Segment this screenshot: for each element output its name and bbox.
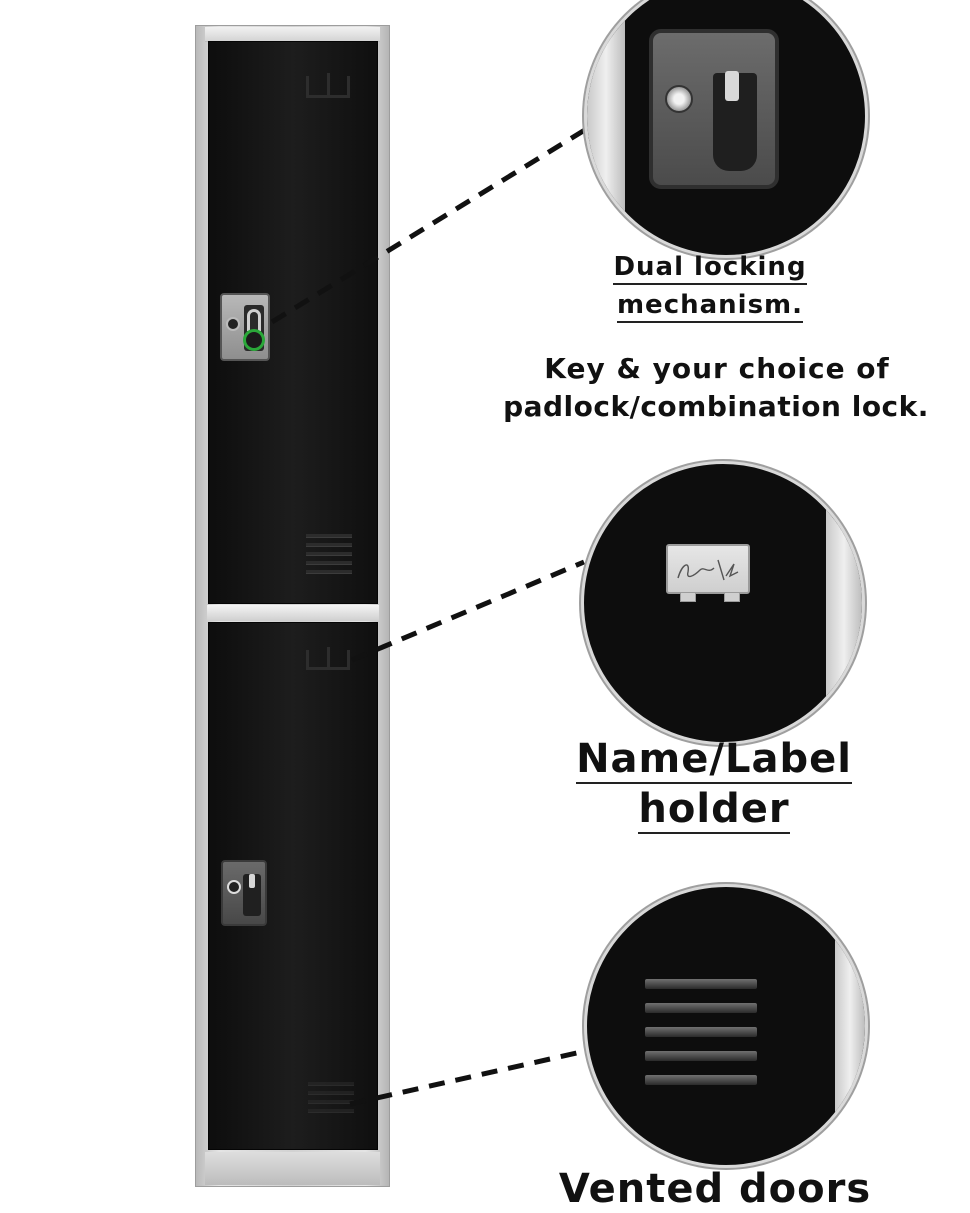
caption-vents: Vented doors [558,1166,872,1212]
zoom-frame-strip [835,887,865,1165]
vent-icon [645,1003,757,1013]
vent-icon [306,570,352,574]
vent-icon [306,534,352,538]
caption-locking-description-2: padlock/combination lock. [503,390,929,423]
caption-label-line1: Name/Label [566,736,862,784]
caption-locking-title-2: mechanism. [616,290,804,323]
locker-base [205,1152,380,1185]
vent-icon [306,552,352,556]
hook-icon [306,73,350,98]
hook-icon [306,647,350,670]
padlock-icon [243,329,265,351]
latch-highlight [249,874,255,888]
caption-locking-line2: mechanism. [600,290,820,323]
lower-door-vents [308,1082,354,1118]
caption-locking-line1: Dual locking [600,252,820,285]
vent-icon [645,1075,757,1085]
zoom-latch [649,29,779,189]
vent-icon [645,1027,757,1037]
caption-locking-description-1: Key & your choice of [544,352,890,385]
vent-icon [308,1091,354,1095]
vent-icon [308,1109,354,1113]
keyhole-icon [226,317,240,331]
keyhole-icon [665,85,693,113]
zoom-frame-strip [826,464,862,742]
label-holder-tab [724,592,740,602]
padlock-shackle [247,309,261,331]
leader-line-label [351,559,585,663]
vent-icon [308,1082,354,1086]
lower-latch [221,860,267,926]
label-holder-icon [666,544,750,594]
upper-latch [220,293,270,361]
latch-handle [243,874,261,916]
zoom-locking-mechanism [584,0,868,258]
locker-middle-rail [207,605,379,621]
zoom-label-holder [581,461,865,745]
leader-line-vents [349,1047,591,1107]
caption-label-title-1: Name/Label [576,736,852,784]
signature-scribble [677,559,739,581]
vent-icon [645,979,757,989]
vent-icon [306,543,352,547]
vent-icon [308,1100,354,1104]
zoom-latch-highlight [725,71,739,101]
leader-line-locking [270,125,590,325]
caption-label-title-2: holder [638,786,790,834]
keyhole-icon [227,880,241,894]
zoom-frame-strip [587,0,625,255]
zoom-vented-doors [584,884,868,1168]
vent-icon [645,1051,757,1061]
vent-icon [306,561,352,565]
caption-locking-title-1: Dual locking [613,252,807,285]
upper-door-vents [306,534,352,579]
label-holder-tab [680,592,696,602]
caption-label-line2: holder [566,786,862,834]
